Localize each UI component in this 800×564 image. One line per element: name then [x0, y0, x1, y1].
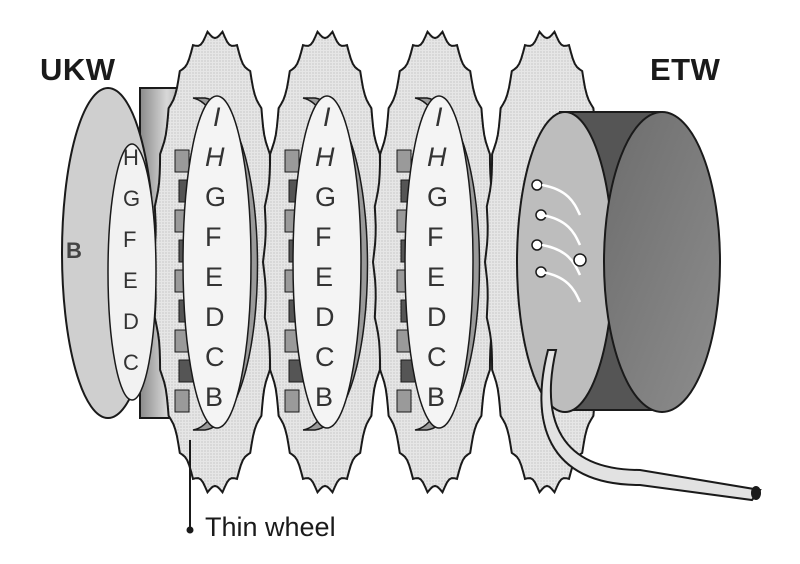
ratchet-tooth: [174, 389, 190, 413]
ratchet-tooth: [284, 149, 300, 173]
wheel-letter-ring: [292, 95, 362, 429]
ratchet-tooth: [284, 389, 300, 413]
thin-wheel-leader-dot: [186, 526, 194, 534]
thin-wheel-letter: C: [123, 350, 139, 375]
etw-cable: [540, 349, 762, 502]
wheel-letter: G: [315, 182, 336, 212]
ratchet-tooth: [396, 389, 412, 413]
wheel-letter: B: [205, 382, 223, 412]
wheel-letter: D: [427, 302, 447, 332]
wheel-letter: H: [205, 142, 225, 172]
etw-contact: [573, 253, 587, 267]
wheel-letter: E: [205, 262, 223, 292]
wheel-letter-ring: [182, 95, 252, 429]
ukw-label: UKW: [40, 52, 116, 87]
thin-wheel-letter: F: [123, 227, 136, 252]
wheel-letter: H: [315, 142, 335, 172]
thin-wheel-letter: E: [123, 268, 138, 293]
etw-label: ETW: [650, 52, 721, 87]
wheel-letter: I: [323, 102, 331, 132]
wheel-letter: E: [427, 262, 445, 292]
wheel-letter: D: [315, 302, 335, 332]
thin-wheel-letter: H: [123, 145, 139, 170]
wheel-letter: I: [213, 102, 221, 132]
wheel-letter: I: [435, 102, 443, 132]
etw-contact: [531, 179, 543, 191]
thin-wheel-letter: G: [123, 186, 140, 211]
etw-wire: [541, 270, 582, 303]
wheel-letter: G: [205, 182, 226, 212]
wheel-letter: H: [427, 142, 447, 172]
ukw-reflector-letter: B: [66, 238, 82, 263]
etw-wire: [541, 213, 582, 246]
wheel-letter: F: [315, 222, 332, 252]
wheel-letter: E: [315, 262, 333, 292]
thin-wheel-letter: D: [123, 309, 139, 334]
wheel-letter: D: [205, 302, 225, 332]
wheel-letter: C: [205, 342, 225, 372]
wheel-letter: F: [205, 222, 222, 252]
wheel-letter: F: [427, 222, 444, 252]
etw-contact: [531, 239, 543, 251]
etw-wire: [541, 183, 582, 216]
etw-contact-face: [516, 111, 614, 413]
etw-wire: [541, 243, 582, 276]
wheel-letter: B: [427, 382, 445, 412]
wheel-letter-ring: [404, 95, 474, 429]
wheel-letter: G: [427, 182, 448, 212]
wheel-letter: C: [427, 342, 447, 372]
wheel-letter: B: [315, 382, 333, 412]
ratchet-tooth: [174, 149, 190, 173]
etw-cylinder-end: [603, 111, 721, 413]
thin-wheel-letter-ring: [107, 143, 157, 401]
ratchet-tooth: [396, 149, 412, 173]
thin-wheel-label: Thin wheel: [205, 512, 336, 542]
wheel-letter: C: [315, 342, 335, 372]
cable-end: [751, 486, 761, 500]
